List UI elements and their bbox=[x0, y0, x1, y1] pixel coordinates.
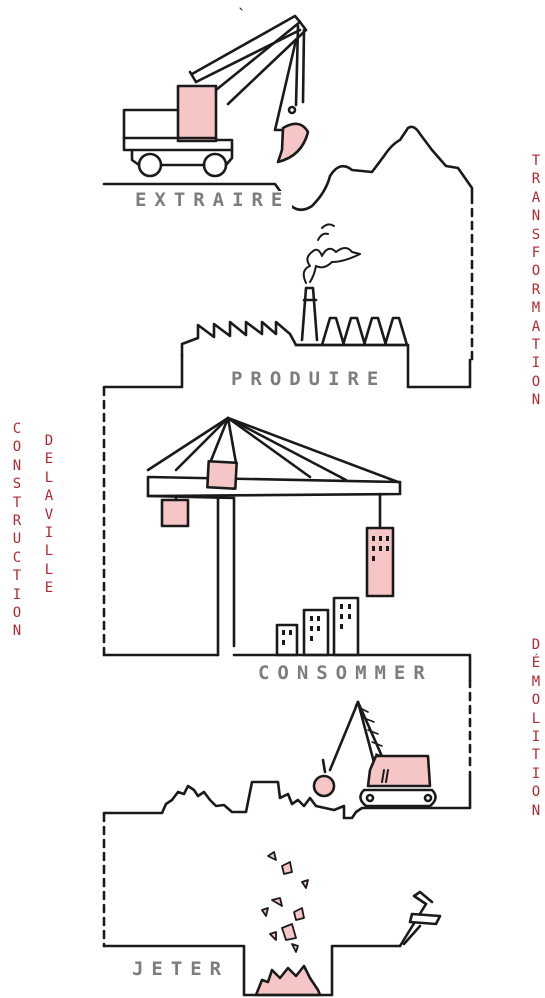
rubble-pile-icon bbox=[254, 964, 322, 997]
demolition-crane-icon bbox=[312, 700, 437, 808]
ground-line-consommer bbox=[102, 653, 472, 682]
side-label-demolition: DÉMOLITION bbox=[531, 637, 541, 819]
grave-cross-icon bbox=[398, 890, 442, 948]
excavator-icon bbox=[122, 14, 310, 178]
stage-label-extraire: EXTRAIRE bbox=[133, 189, 293, 211]
factory-icon bbox=[180, 223, 410, 357]
ground-line-produire bbox=[102, 343, 472, 389]
side-label-transformation: TRANSFORMATION bbox=[531, 153, 541, 409]
ground-line-demolition bbox=[102, 770, 472, 820]
debris-icon bbox=[261, 851, 309, 953]
tower-crane-icon bbox=[146, 416, 402, 657]
stage-label-consommer: CONSOMMER bbox=[256, 662, 435, 684]
city-buildings-icon bbox=[275, 596, 360, 657]
stage-label-jeter: JETER bbox=[130, 958, 232, 980]
ground-line-jeter bbox=[102, 944, 402, 997]
side-label-de-la-ville: DE LA VILLE bbox=[44, 433, 54, 597]
ground-line-extraire bbox=[102, 125, 474, 212]
side-label-construction: CONSTRUCTION bbox=[12, 421, 22, 640]
stage-label-produire: PRODUIRE bbox=[229, 368, 389, 390]
